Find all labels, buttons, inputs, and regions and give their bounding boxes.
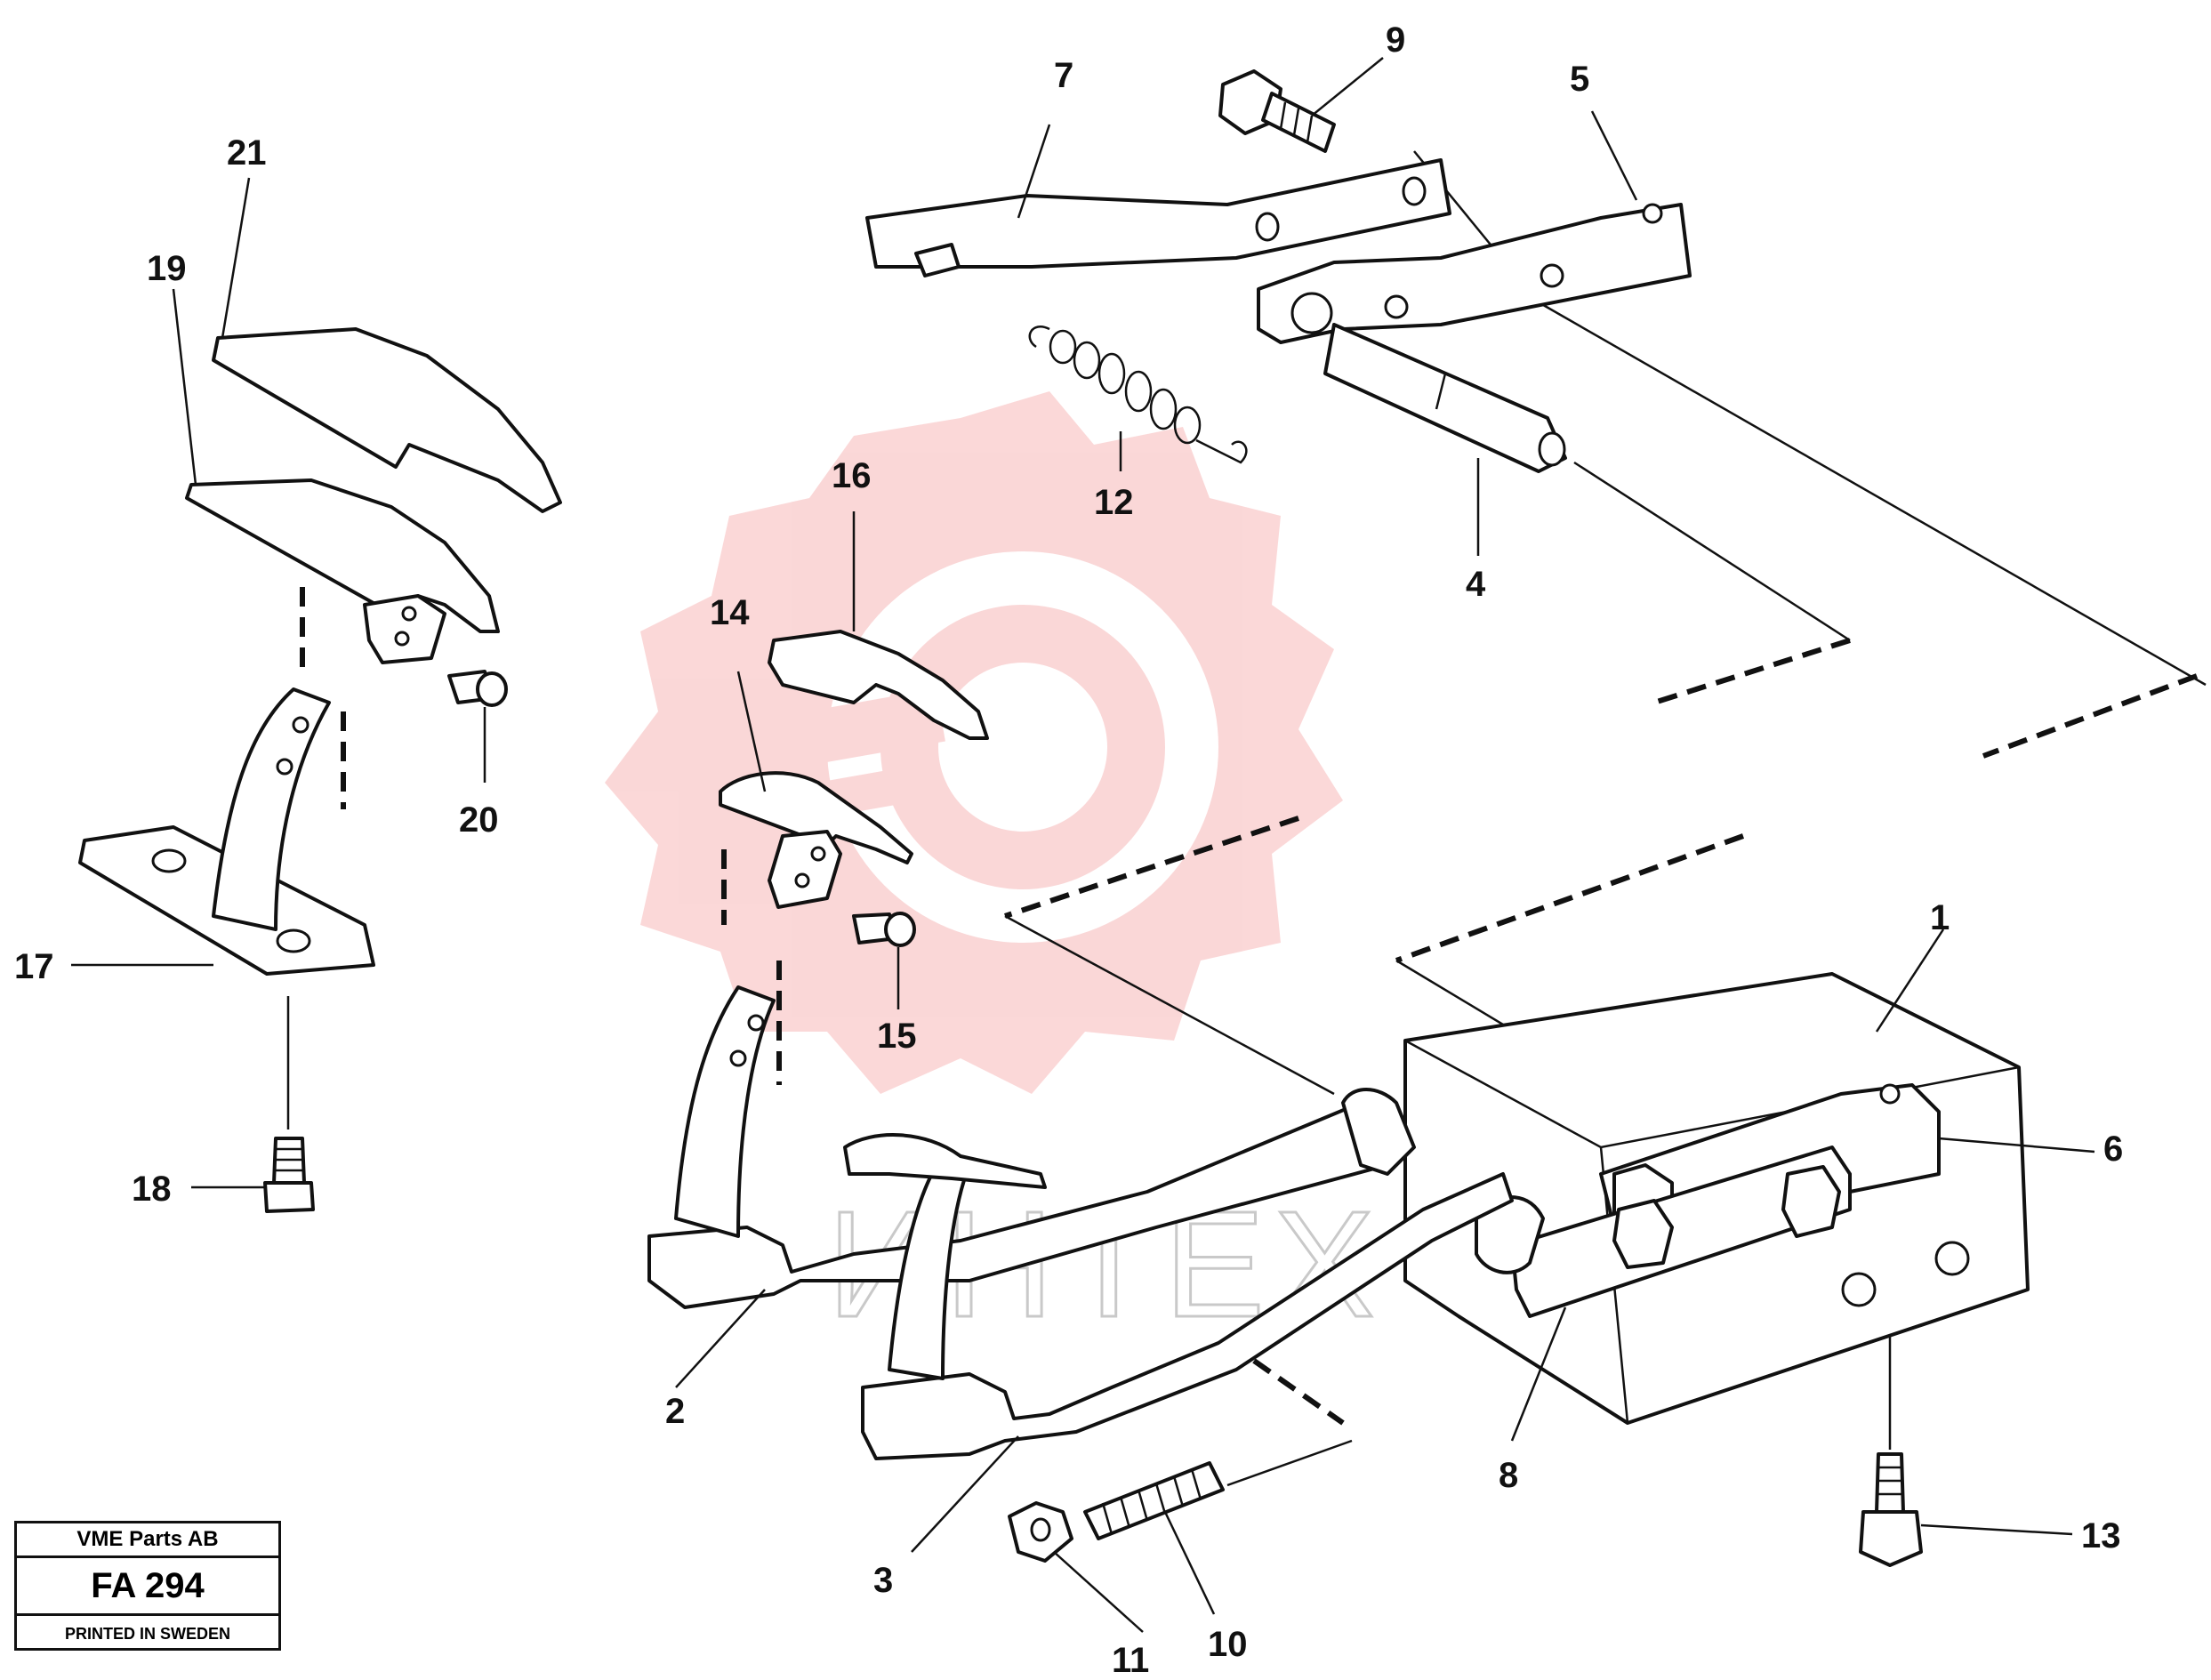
callout-3: 3 [873,1561,893,1600]
drawing-number: FA 294 [17,1558,278,1616]
callout-12: 12 [1094,483,1134,522]
part-10-spring [1083,1461,1225,1540]
title-block: VME Parts AB FA 294 PRINTED IN SWEDEN [14,1521,281,1651]
leader-lines [71,57,2095,1633]
part-20-screw [447,670,508,707]
part-13-bolt [1859,1452,1923,1567]
printed-note: PRINTED IN SWEDEN [64,1625,230,1643]
callout-5: 5 [1570,60,1589,99]
callout-17: 17 [14,947,54,986]
part-11-nut [1008,1501,1073,1563]
axis-lines [286,150,2207,1487]
callout-10: 10 [1208,1625,1248,1664]
part-8-link-bar [1475,1145,1852,1318]
part-15-screw [852,912,916,947]
callout-21: 21 [227,133,267,173]
callout-13: 13 [2081,1516,2121,1555]
callout-11: 11 [1112,1641,1149,1680]
callout-2: 2 [665,1392,685,1431]
part-5-bracket [1257,203,1692,344]
callout-9: 9 [1386,20,1405,60]
callout-7: 7 [1054,56,1073,95]
part-16-pad [768,630,989,740]
callout-19: 19 [147,249,187,288]
callout-labels: 1 2 3 4 5 6 7 8 9 10 11 12 13 14 15 16 1… [14,20,2123,1680]
part-19-pad [185,478,500,664]
callout-20: 20 [459,800,499,840]
callout-16: 16 [832,456,872,495]
part-17-bracket-base [78,687,375,976]
part-3-pedal-arm [843,1133,1514,1460]
callout-1: 1 [1930,898,1950,937]
callout-14: 14 [710,593,750,632]
part-21-pad [212,327,562,513]
part-18-bolt [263,1137,315,1213]
watermark-gear-logo [605,391,1343,1094]
part-12-spring [1028,326,1248,464]
part-9-bolt [1218,69,1336,153]
part-7-lever-arm [865,158,1451,277]
callout-6: 6 [2103,1129,2123,1169]
callout-8: 8 [1499,1456,1518,1495]
part-14-pad [719,771,913,909]
company-name: VME Parts AB [17,1523,278,1558]
callout-4: 4 [1466,565,1486,604]
callout-18: 18 [132,1170,172,1209]
part-4-shaft [1323,323,1567,473]
callout-15: 15 [877,1017,917,1056]
